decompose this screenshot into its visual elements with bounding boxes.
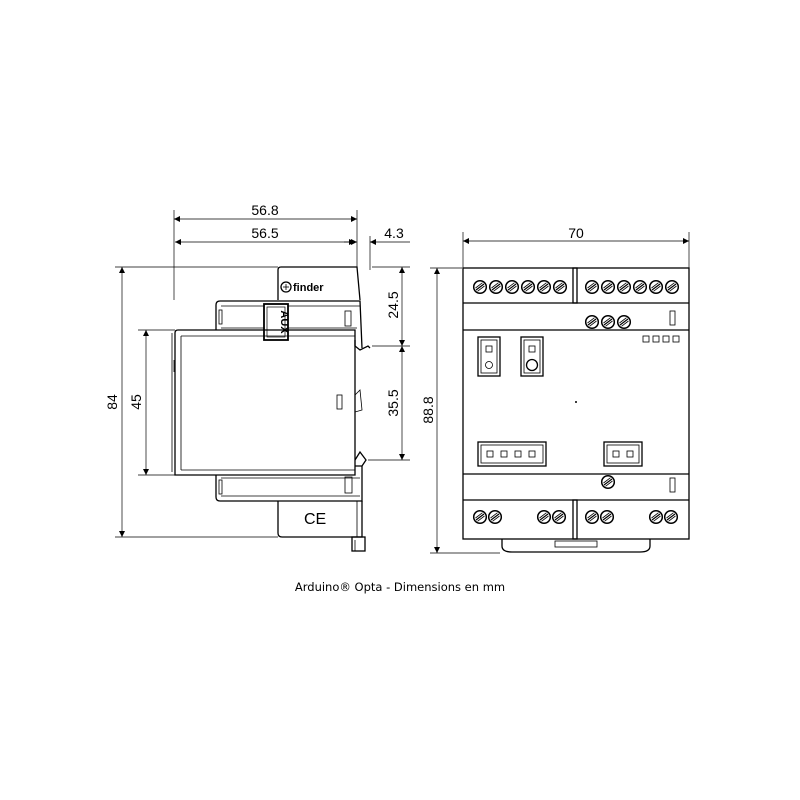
dim-label-56-5: 56.5 [251,225,278,241]
bottom-terminals [472,509,679,525]
dim-front-height: 45 [128,330,149,475]
finder-text: finder [293,282,324,294]
aux-text: AUX [278,310,290,334]
front-view: 70 88.8 [420,225,690,554]
connector-4pin [477,441,547,467]
dim-label-88-8: 88.8 [420,396,436,423]
dim-rail-height: 35.5 [385,346,405,460]
ce-mark: CE [304,511,326,528]
led-indicators [642,335,680,343]
side-view: 56.8 56.5 4.3 84 45 [104,202,410,552]
dim-overall-height: 84 [104,267,125,537]
dim-label-56-8: 56.8 [251,202,278,218]
middle-terminals [584,314,632,330]
dim-label-45: 45 [128,394,144,410]
figure-caption: Arduino® Opta - Dimensions en mm [294,580,506,594]
dim-body-depth: 56.5 [175,225,355,245]
port-2 [520,336,544,377]
ce-text: CE [304,511,326,528]
aux-label: AUX [263,303,290,341]
dim-label-35-5: 35.5 [385,389,401,416]
top-terminals-left [472,279,568,295]
top-terminals-right [584,279,680,295]
dim-label-24-5: 24.5 [385,291,401,318]
dim-rail-offset: 4.3 [344,225,410,270]
dim-top-to-rail: 24.5 [385,267,405,346]
connector-2pin [603,441,643,467]
port-1 [477,336,501,377]
dim-label-70: 70 [568,225,584,241]
dim-width: 70 [462,225,690,268]
dim-height: 88.8 [420,267,500,554]
dim-label-84: 84 [104,394,120,410]
finder-logo: finder [280,281,324,294]
dim-label-4-3: 4.3 [384,225,404,241]
dim-overall-depth: 56.8 [173,202,358,300]
